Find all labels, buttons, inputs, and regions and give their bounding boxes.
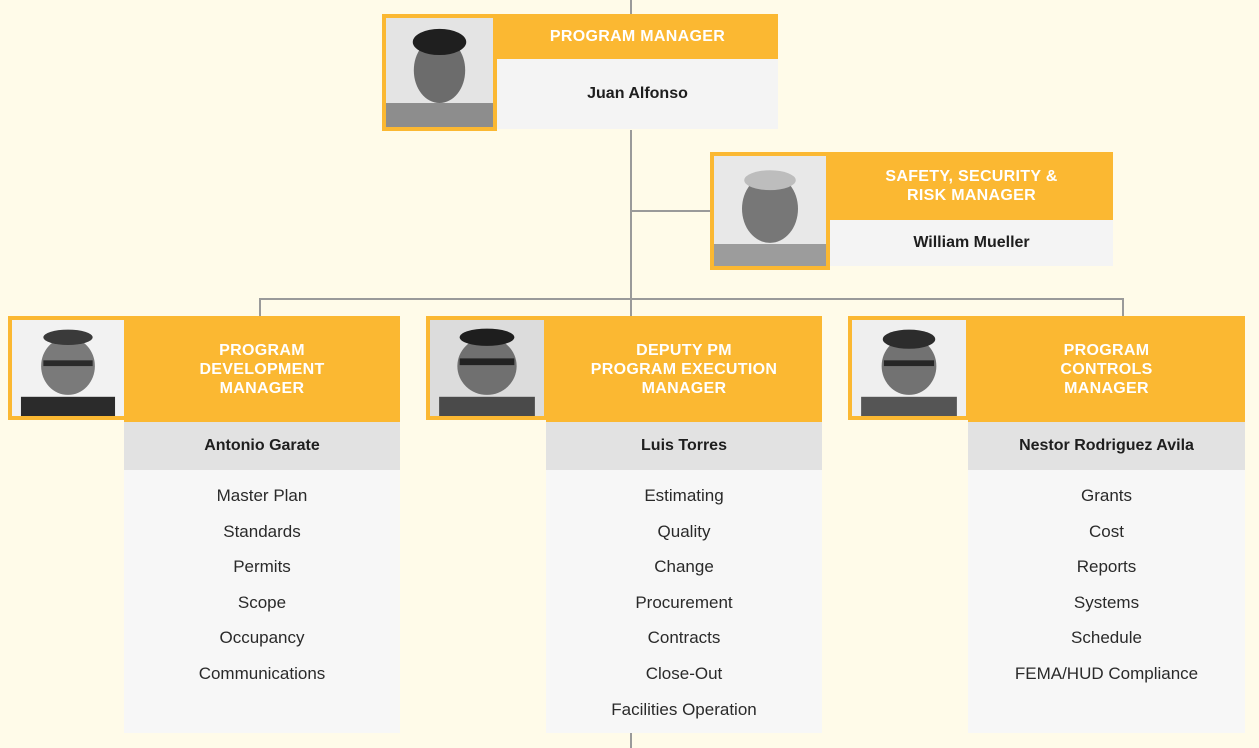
list-item: Permits xyxy=(233,557,291,577)
execution-manager-name: Luis Torres xyxy=(546,422,822,470)
list-item: Close-Out xyxy=(645,663,723,683)
list-item: Cost xyxy=(1089,521,1124,541)
connector-bottom xyxy=(630,733,632,748)
program-manager-name: Juan Alfonso xyxy=(497,59,778,129)
safety-manager-name: William Mueller xyxy=(830,220,1113,266)
development-manager-photo xyxy=(8,316,128,420)
connector-drop-right xyxy=(1122,298,1124,318)
list-item: Quality xyxy=(657,521,711,541)
list-item: Systems xyxy=(1073,592,1140,612)
list-item: Standards xyxy=(223,521,301,541)
development-duties-list: Master Plan Standards Permits Scope Occu… xyxy=(124,470,400,733)
list-item: Occupancy xyxy=(219,628,305,648)
person-photo-icon xyxy=(714,156,826,266)
connector-drop-left xyxy=(259,298,261,318)
list-item: Reports xyxy=(1076,557,1137,577)
execution-manager-title: DEPUTY PM PROGRAM EXECUTION MANAGER xyxy=(546,316,822,422)
controls-manager-photo xyxy=(848,316,970,420)
program-manager-photo xyxy=(382,14,497,131)
list-item: Master Plan xyxy=(216,486,308,505)
connector-top xyxy=(630,0,632,14)
program-manager-title: PROGRAM MANAGER xyxy=(497,14,778,59)
development-manager-title: PROGRAM DEVELOPMENT MANAGER xyxy=(124,316,400,422)
list-item: Facilities Operation xyxy=(611,699,757,719)
list-item: FEMA/HUD Compliance xyxy=(1014,663,1199,683)
connector-safety-branch xyxy=(630,210,712,212)
execution-duties-list: Estimating Quality Change Procurement Co… xyxy=(546,470,822,733)
list-item: Scope xyxy=(237,592,287,612)
connector-horizontal xyxy=(259,298,1124,300)
list-item: Contracts xyxy=(647,628,721,648)
safety-manager-title: SAFETY, SECURITY & RISK MANAGER xyxy=(830,152,1113,220)
controls-manager-name: Nestor Rodriguez Avila xyxy=(968,422,1245,470)
person-photo-icon xyxy=(852,320,966,416)
list-item: Estimating xyxy=(644,486,724,505)
connector-trunk xyxy=(630,130,632,318)
list-item: Grants xyxy=(1080,486,1133,505)
person-photo-icon xyxy=(430,320,544,416)
safety-manager-photo xyxy=(710,152,830,270)
list-item: Communications xyxy=(198,663,326,683)
controls-duties-list: Grants Cost Reports Systems Schedule FEM… xyxy=(968,470,1245,733)
controls-manager-title: PROGRAM CONTROLS MANAGER xyxy=(968,316,1245,422)
list-item: Change xyxy=(654,557,714,577)
list-item: Procurement xyxy=(635,592,733,612)
execution-manager-photo xyxy=(426,316,548,420)
person-photo-icon xyxy=(12,320,124,416)
person-photo-icon xyxy=(386,18,493,127)
development-manager-name: Antonio Garate xyxy=(124,422,400,470)
list-item: Schedule xyxy=(1071,628,1142,648)
